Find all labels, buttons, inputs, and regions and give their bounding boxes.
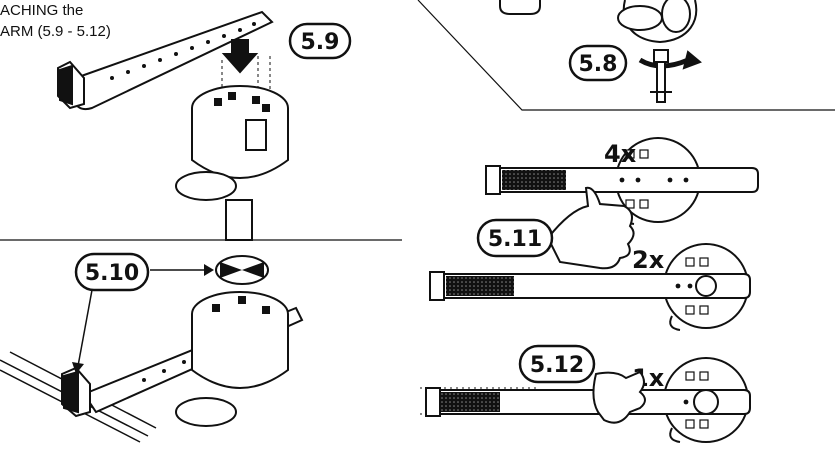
strip-body-1x [425,389,751,415]
section-heading: ACHING the ARM (5.9 - 5.12) [0,0,111,42]
side-knob-2 [175,397,237,427]
panel-5-10 [0,255,304,443]
thumbs-up-icon [546,186,635,270]
label-5-8-text: 5.8 [579,52,618,77]
heading-line-2: ARM (5.9 - 5.12) [0,23,111,40]
panel-dividers [0,0,835,241]
strip-1x [420,357,751,443]
stand-tube [225,199,253,241]
rotate-arrow-head [682,50,702,70]
label-5-10-text: 5.10 [85,261,139,286]
knob-body [661,0,691,33]
label-5-11-text: 5.11 [488,227,542,252]
spindle-nut [653,49,669,63]
mult-2x: 2x [632,246,665,274]
knob-wing [617,5,663,31]
mult-4x: 4x [604,140,637,168]
label-5-10: 5.10 [74,252,150,292]
panel-5-9 [57,10,289,241]
panel-5-8 [499,0,702,103]
label-5-12: 5.12 [518,344,596,384]
side-knob [175,171,237,201]
head-body [191,108,289,179]
strip-4x [485,137,759,225]
heading-line-1: ACHING the [0,2,84,19]
spindle-shaft [656,61,666,103]
head-body-2 [191,314,289,389]
down-arrow [221,39,259,74]
label-5-9-text: 5.9 [301,30,340,55]
divider-top-right [417,0,835,111]
pin-1x [693,389,719,415]
label-5-8: 5.8 [568,44,628,82]
arm-handle-shade [59,64,73,106]
label-5-11: 5.11 [476,218,554,258]
partial-label-bubble [499,0,541,15]
lock-lever [245,119,267,151]
label-5-9: 5.9 [288,22,352,60]
label-5-12-text: 5.12 [530,353,584,378]
pin-2x [695,275,717,297]
thumbs-down-icon [592,370,646,424]
strip-2x [429,243,751,331]
arm-holes [110,22,256,80]
